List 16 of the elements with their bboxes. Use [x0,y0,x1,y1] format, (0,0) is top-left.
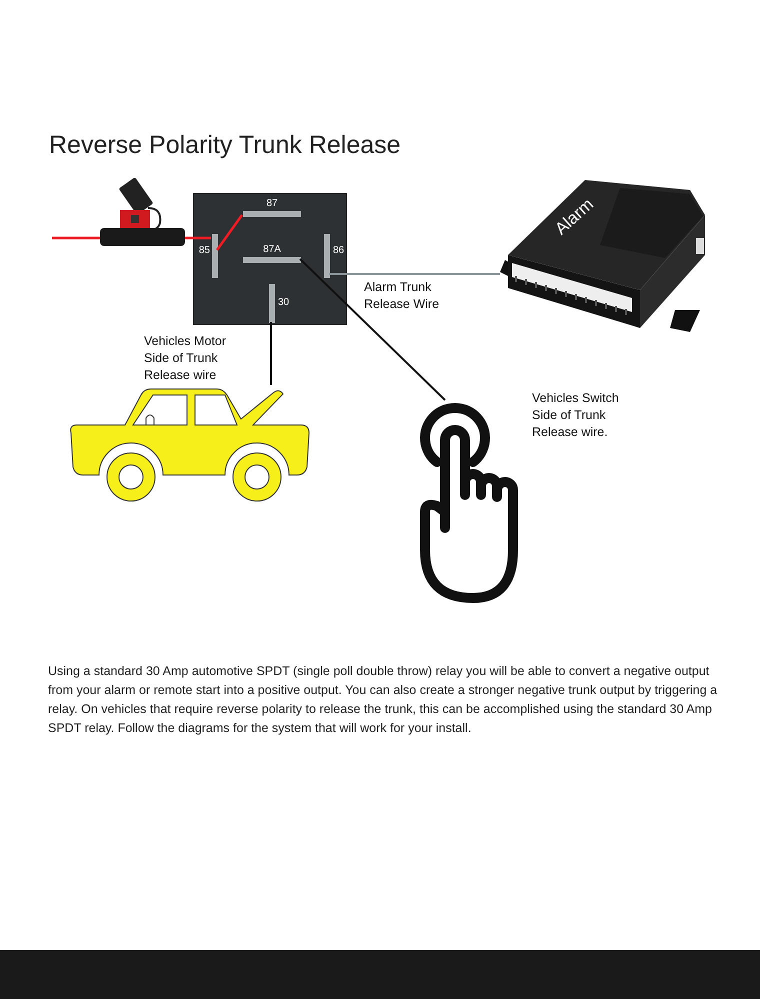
wire-note: Vehicles Motor Side of Trunk Release wire [144,333,227,384]
wire [299,258,446,401]
relay-box [193,193,347,325]
pin-label: 30 [278,298,290,308]
wire [52,236,100,240]
wire [216,214,244,251]
diagram-title: Reverse Polarity Trunk Release [49,130,401,161]
wire [270,322,272,385]
pin-label: 87A [263,245,281,255]
description-paragraph: Using a standard 30 Amp automotive SPDT (single poll double throw) relay you will be able to convert a negative output from your alarm or remote start into a positive output. You can also create a stronger negative trunk output by triggering a relay. On vehicles that require reverse polarity to release the trunk, this can be accomplished using the standard 30 Amp SPDT relay. Follow the diagrams for the system that will work for your install. [48,663,718,737]
wire [329,273,500,275]
wire-note: Vehicles Switch Side of Trunk Release wire. [532,390,620,441]
pin-label: 85 [198,246,210,256]
pin-label: 87 [266,199,278,209]
pin-label: 86 [333,246,344,256]
wire [185,236,211,240]
